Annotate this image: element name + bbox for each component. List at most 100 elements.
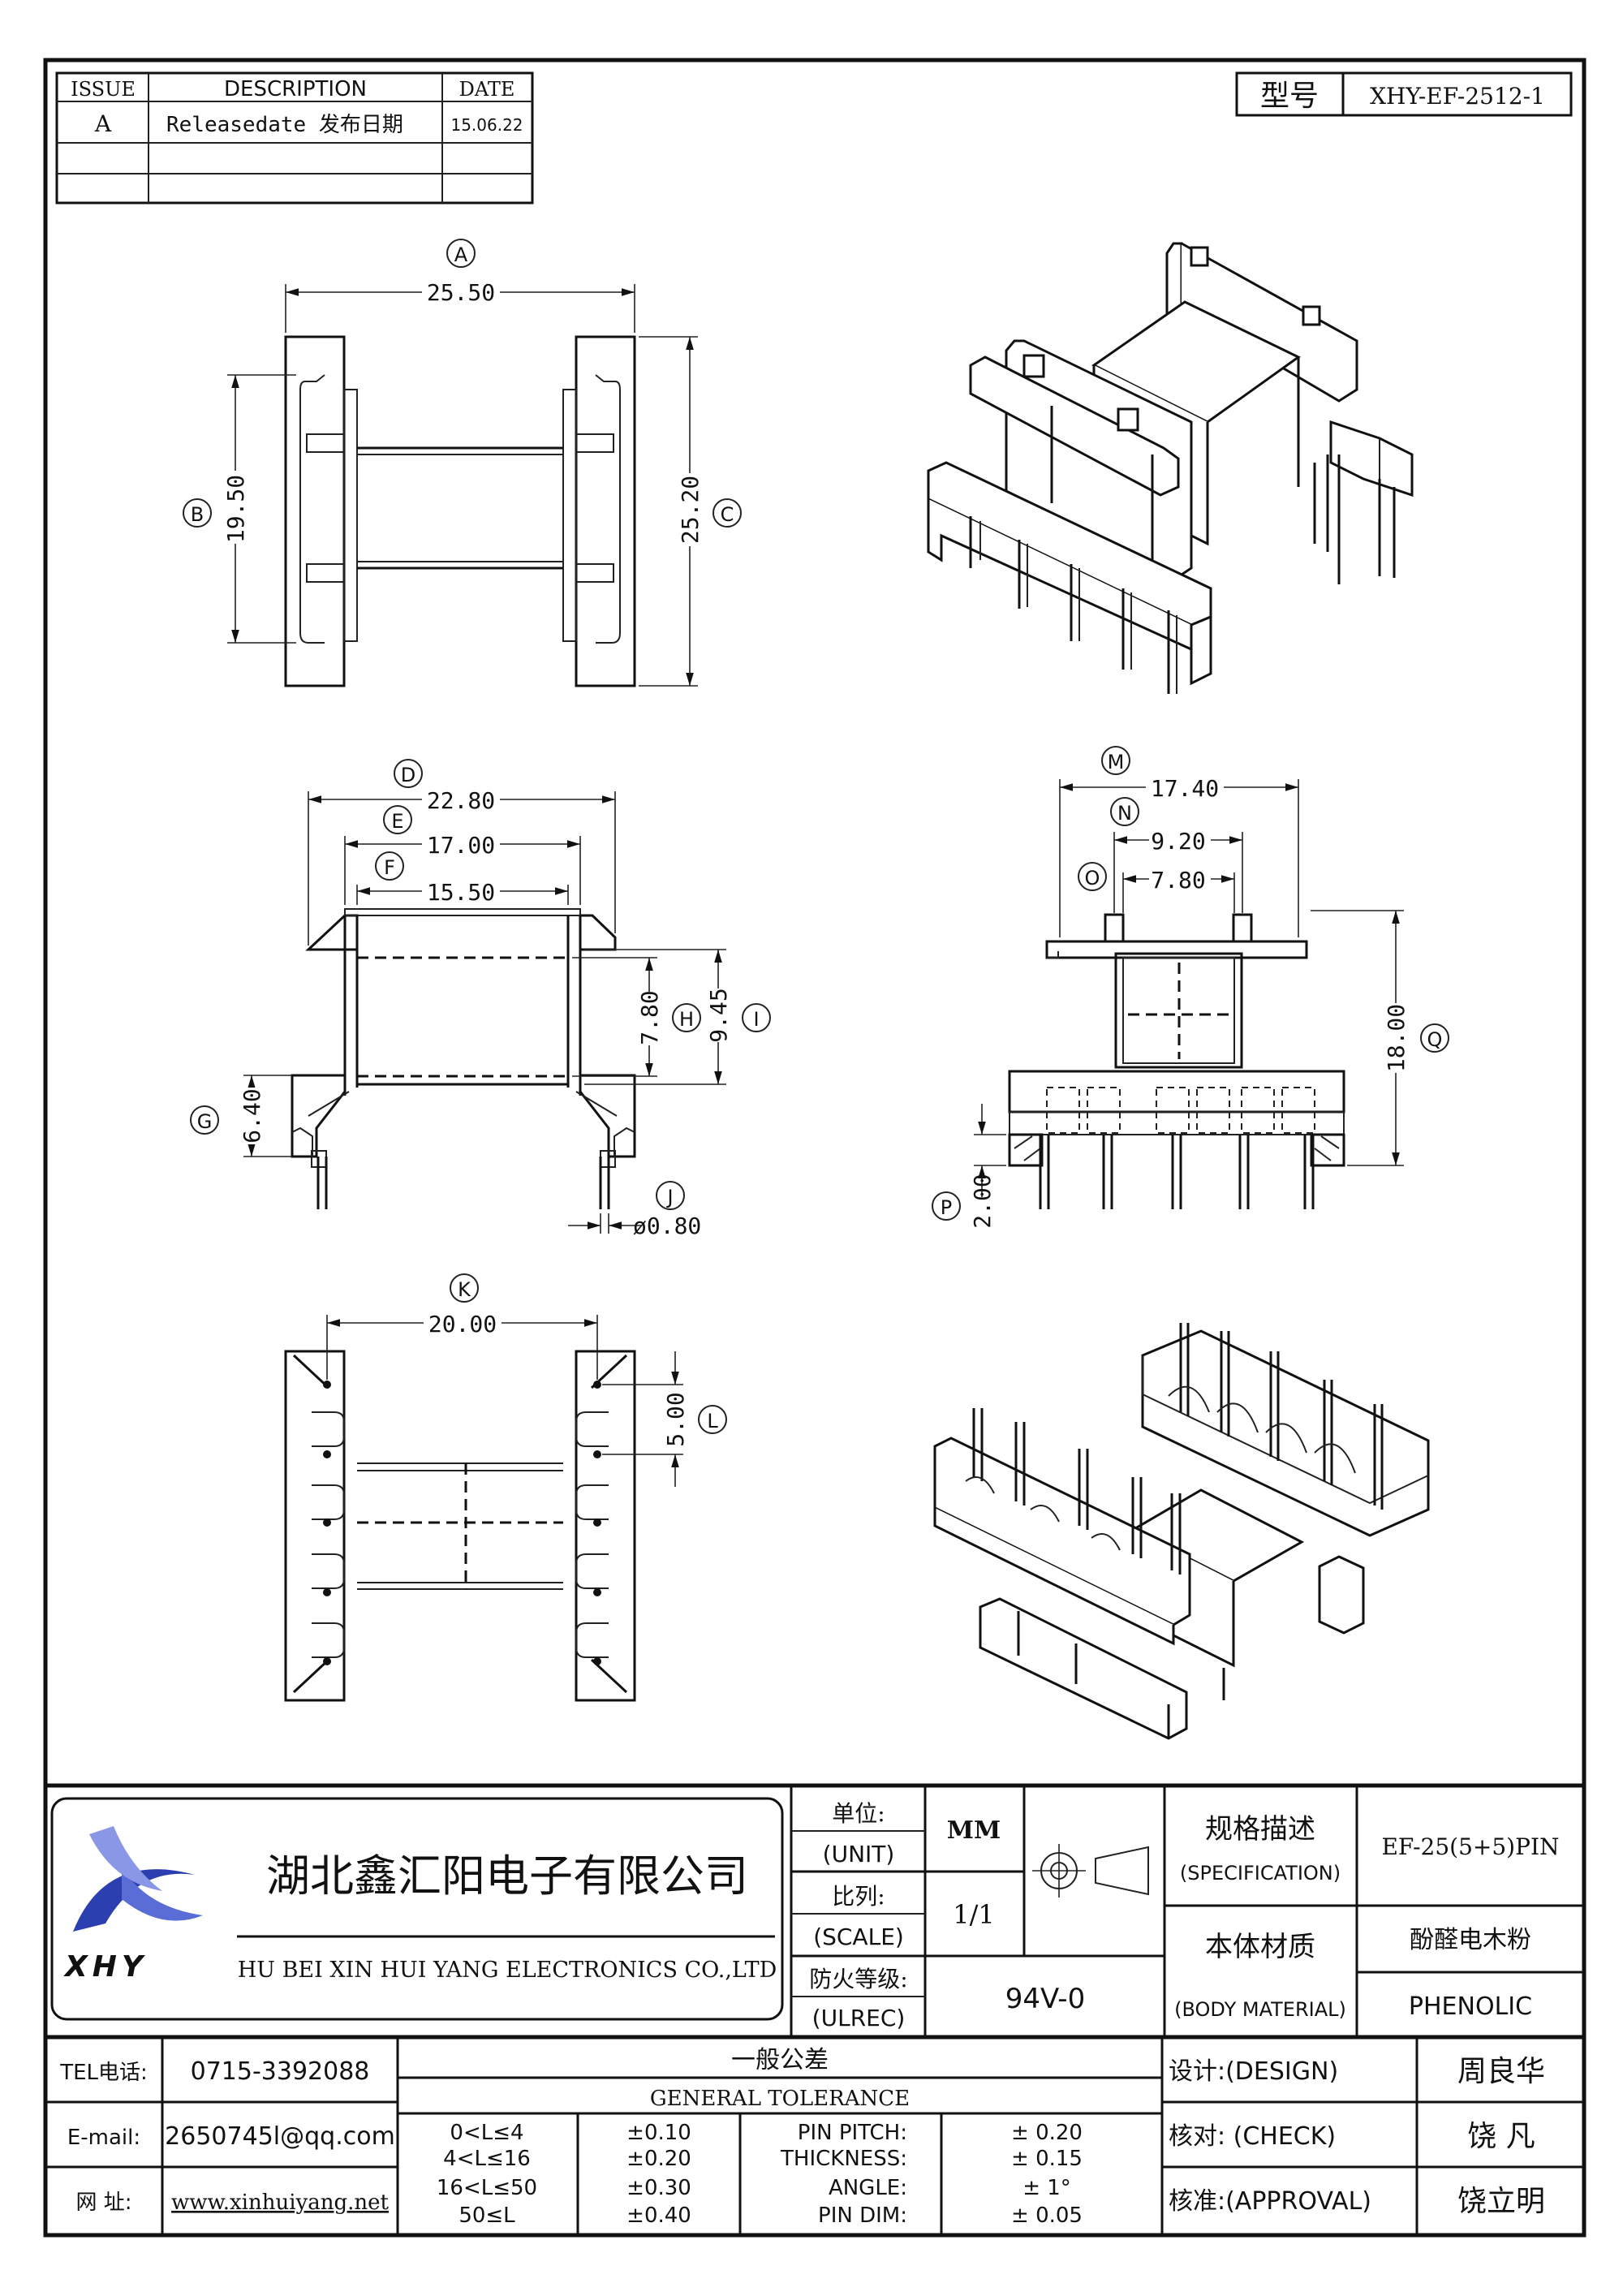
pin-spec-label-4: PIN DIM: bbox=[818, 2203, 907, 2228]
pin-spec-label-1: PIN PITCH: bbox=[798, 2121, 907, 2145]
unit-label-cn: 单位: bbox=[832, 1800, 885, 1827]
svg-text:O: O bbox=[1085, 867, 1100, 890]
model-number: XHY-EF-2512-1 bbox=[1370, 83, 1545, 110]
svg-text:I: I bbox=[753, 1008, 759, 1031]
checker-name: 饶 凡 bbox=[1467, 2120, 1535, 2153]
company-name-en: HU BEI XIN HUI YANG ELECTRONICS CO.,LTD bbox=[238, 1958, 777, 1983]
svg-text:C: C bbox=[721, 503, 734, 526]
dim-h-value: 7.80 bbox=[636, 990, 663, 1045]
rev-row-description: Releasedate 发布日期 bbox=[166, 113, 403, 137]
projection-symbol bbox=[1032, 1844, 1149, 1898]
material-label-cn: 本体材质 bbox=[1205, 1931, 1315, 1963]
model-box: 型号 XHY-EF-2512-1 bbox=[1235, 71, 1573, 117]
dim-b-value: 19.50 bbox=[222, 475, 249, 543]
unit-value: MM bbox=[947, 1816, 1001, 1845]
tel-label: TEL电话: bbox=[59, 2061, 148, 2085]
tol-value-2: ±0.20 bbox=[626, 2147, 691, 2171]
dim-k-value: 20.00 bbox=[428, 1311, 497, 1338]
tol-value-3: ±0.30 bbox=[626, 2176, 691, 2200]
logo-text: XHY bbox=[63, 1950, 148, 1984]
dim-q-value: 18.00 bbox=[1383, 1004, 1410, 1072]
svg-text:Q: Q bbox=[1427, 1028, 1443, 1051]
rev-header-description: DESCRIPTION bbox=[224, 77, 367, 101]
web-value[interactable]: www.xinhuiyang.net bbox=[171, 2190, 389, 2215]
scale-value: 1/1 bbox=[953, 1899, 995, 1930]
svg-text:J: J bbox=[665, 1186, 673, 1208]
tolerance-title-en: GENERAL TOLERANCE bbox=[650, 2087, 910, 2111]
rev-header-date: DATE bbox=[459, 78, 515, 101]
dim-a-value: 25.50 bbox=[427, 279, 495, 306]
rev-row-issue: A bbox=[94, 110, 112, 137]
top-view: 25.50 A 19.50 B 25.20 C bbox=[183, 239, 742, 687]
dim-n-value: 9.20 bbox=[1151, 828, 1205, 855]
dim-i-value: 9.45 bbox=[705, 988, 732, 1042]
rev-row-date: 15.06.22 bbox=[450, 115, 523, 135]
tolerance-title-cn: 一般公差 bbox=[731, 2046, 829, 2074]
tol-range-3: 16<L≤50 bbox=[437, 2176, 537, 2200]
dim-m-value: 17.40 bbox=[1151, 775, 1219, 802]
svg-text:M: M bbox=[1108, 751, 1125, 773]
svg-text:K: K bbox=[458, 1278, 471, 1301]
dim-j-value: ø0.80 bbox=[633, 1213, 701, 1239]
pin-spec-label-3: ANGLE: bbox=[829, 2176, 907, 2200]
pin-spec-label-2: THICKNESS: bbox=[780, 2147, 907, 2171]
dim-f-value: 15.50 bbox=[427, 879, 495, 906]
front-view: 22.80 D 17.00 E 15.50 F 7.80 H 9.45 I bbox=[190, 759, 771, 1239]
isometric-view-bottom bbox=[933, 1323, 1430, 1740]
web-label: 网 址: bbox=[75, 2190, 131, 2215]
email-value: 2650745l@qq.com bbox=[165, 2122, 395, 2151]
svg-text:G: G bbox=[197, 1110, 213, 1133]
svg-text:B: B bbox=[191, 503, 204, 526]
scale-label-cn: 比列: bbox=[832, 1883, 885, 1910]
fire-label-cn: 防火等级: bbox=[809, 1966, 907, 1992]
spec-label-en: (SPECIFICATION) bbox=[1180, 1862, 1341, 1885]
tel-value: 0715-3392088 bbox=[191, 2057, 370, 2086]
tol-range-2: 4<L≤16 bbox=[443, 2147, 531, 2171]
pin-spec-value-3: ± 1° bbox=[1022, 2176, 1071, 2200]
tol-range-4: 50≤L bbox=[458, 2203, 515, 2228]
title-block: XHY 湖北鑫汇阳电子有限公司 HU BEI XIN HUI YANG ELEC… bbox=[44, 1783, 1586, 2237]
spec-label-cn: 规格描述 bbox=[1205, 1813, 1315, 1846]
check-label: 核对: (CHECK) bbox=[1169, 2122, 1336, 2151]
fire-label-en: (ULREC) bbox=[812, 2005, 906, 2031]
model-label: 型号 bbox=[1260, 80, 1319, 113]
dim-g-value: 6.40 bbox=[239, 1088, 265, 1143]
approval-label: 核准:(APPROVAL) bbox=[1169, 2187, 1371, 2216]
dim-d-value: 22.80 bbox=[427, 787, 495, 814]
designer-name: 周良华 bbox=[1457, 2055, 1545, 2088]
svg-text:H: H bbox=[679, 1008, 694, 1031]
side-view: 17.40 M 9.20 N 7.80 O 18.00 Q 2.00 P bbox=[932, 746, 1449, 1229]
company-logo: XHY bbox=[63, 1826, 203, 1984]
tol-range-1: 0<L≤4 bbox=[450, 2121, 523, 2145]
material-value-en: PHENOLIC bbox=[1409, 1992, 1532, 2021]
svg-text:L: L bbox=[707, 1410, 718, 1432]
approver-name: 饶立明 bbox=[1457, 2185, 1545, 2218]
pin-spec-value-2: ± 0.15 bbox=[1011, 2147, 1083, 2171]
email-label: E-mail: bbox=[67, 2126, 140, 2150]
svg-text:E: E bbox=[391, 810, 403, 833]
svg-text:A: A bbox=[454, 243, 468, 266]
spec-value: EF-25(5+5)PIN bbox=[1381, 1833, 1559, 1860]
company-name-cn: 湖北鑫汇阳电子有限公司 bbox=[266, 1850, 748, 1902]
bottom-view: 20.00 K 5.00 L bbox=[284, 1273, 727, 1702]
scale-label-en: (SCALE) bbox=[813, 1923, 904, 1950]
material-label-en: (BODY MATERIAL) bbox=[1174, 1998, 1346, 2021]
design-label: 设计:(DESIGN) bbox=[1169, 2057, 1338, 2086]
tol-value-1: ±0.10 bbox=[626, 2121, 691, 2145]
dim-c-value: 25.20 bbox=[677, 476, 704, 544]
svg-text:F: F bbox=[384, 856, 395, 879]
tol-value-4: ±0.40 bbox=[626, 2203, 691, 2228]
unit-label-en: (UNIT) bbox=[823, 1841, 895, 1867]
dim-e-value: 17.00 bbox=[427, 832, 495, 859]
svg-text:N: N bbox=[1117, 802, 1132, 825]
svg-text:P: P bbox=[941, 1196, 952, 1219]
dim-l-value: 5.00 bbox=[662, 1392, 689, 1446]
isometric-view-top bbox=[927, 242, 1414, 694]
pin-spec-value-4: ± 0.05 bbox=[1011, 2203, 1083, 2228]
rev-header-issue: ISSUE bbox=[71, 78, 136, 101]
pin-spec-value-1: ± 0.20 bbox=[1011, 2121, 1083, 2145]
dim-o-value: 7.80 bbox=[1151, 867, 1205, 894]
dim-p-value: 2.00 bbox=[969, 1174, 996, 1228]
material-value-cn: 酚醛电木粉 bbox=[1410, 1926, 1531, 1954]
